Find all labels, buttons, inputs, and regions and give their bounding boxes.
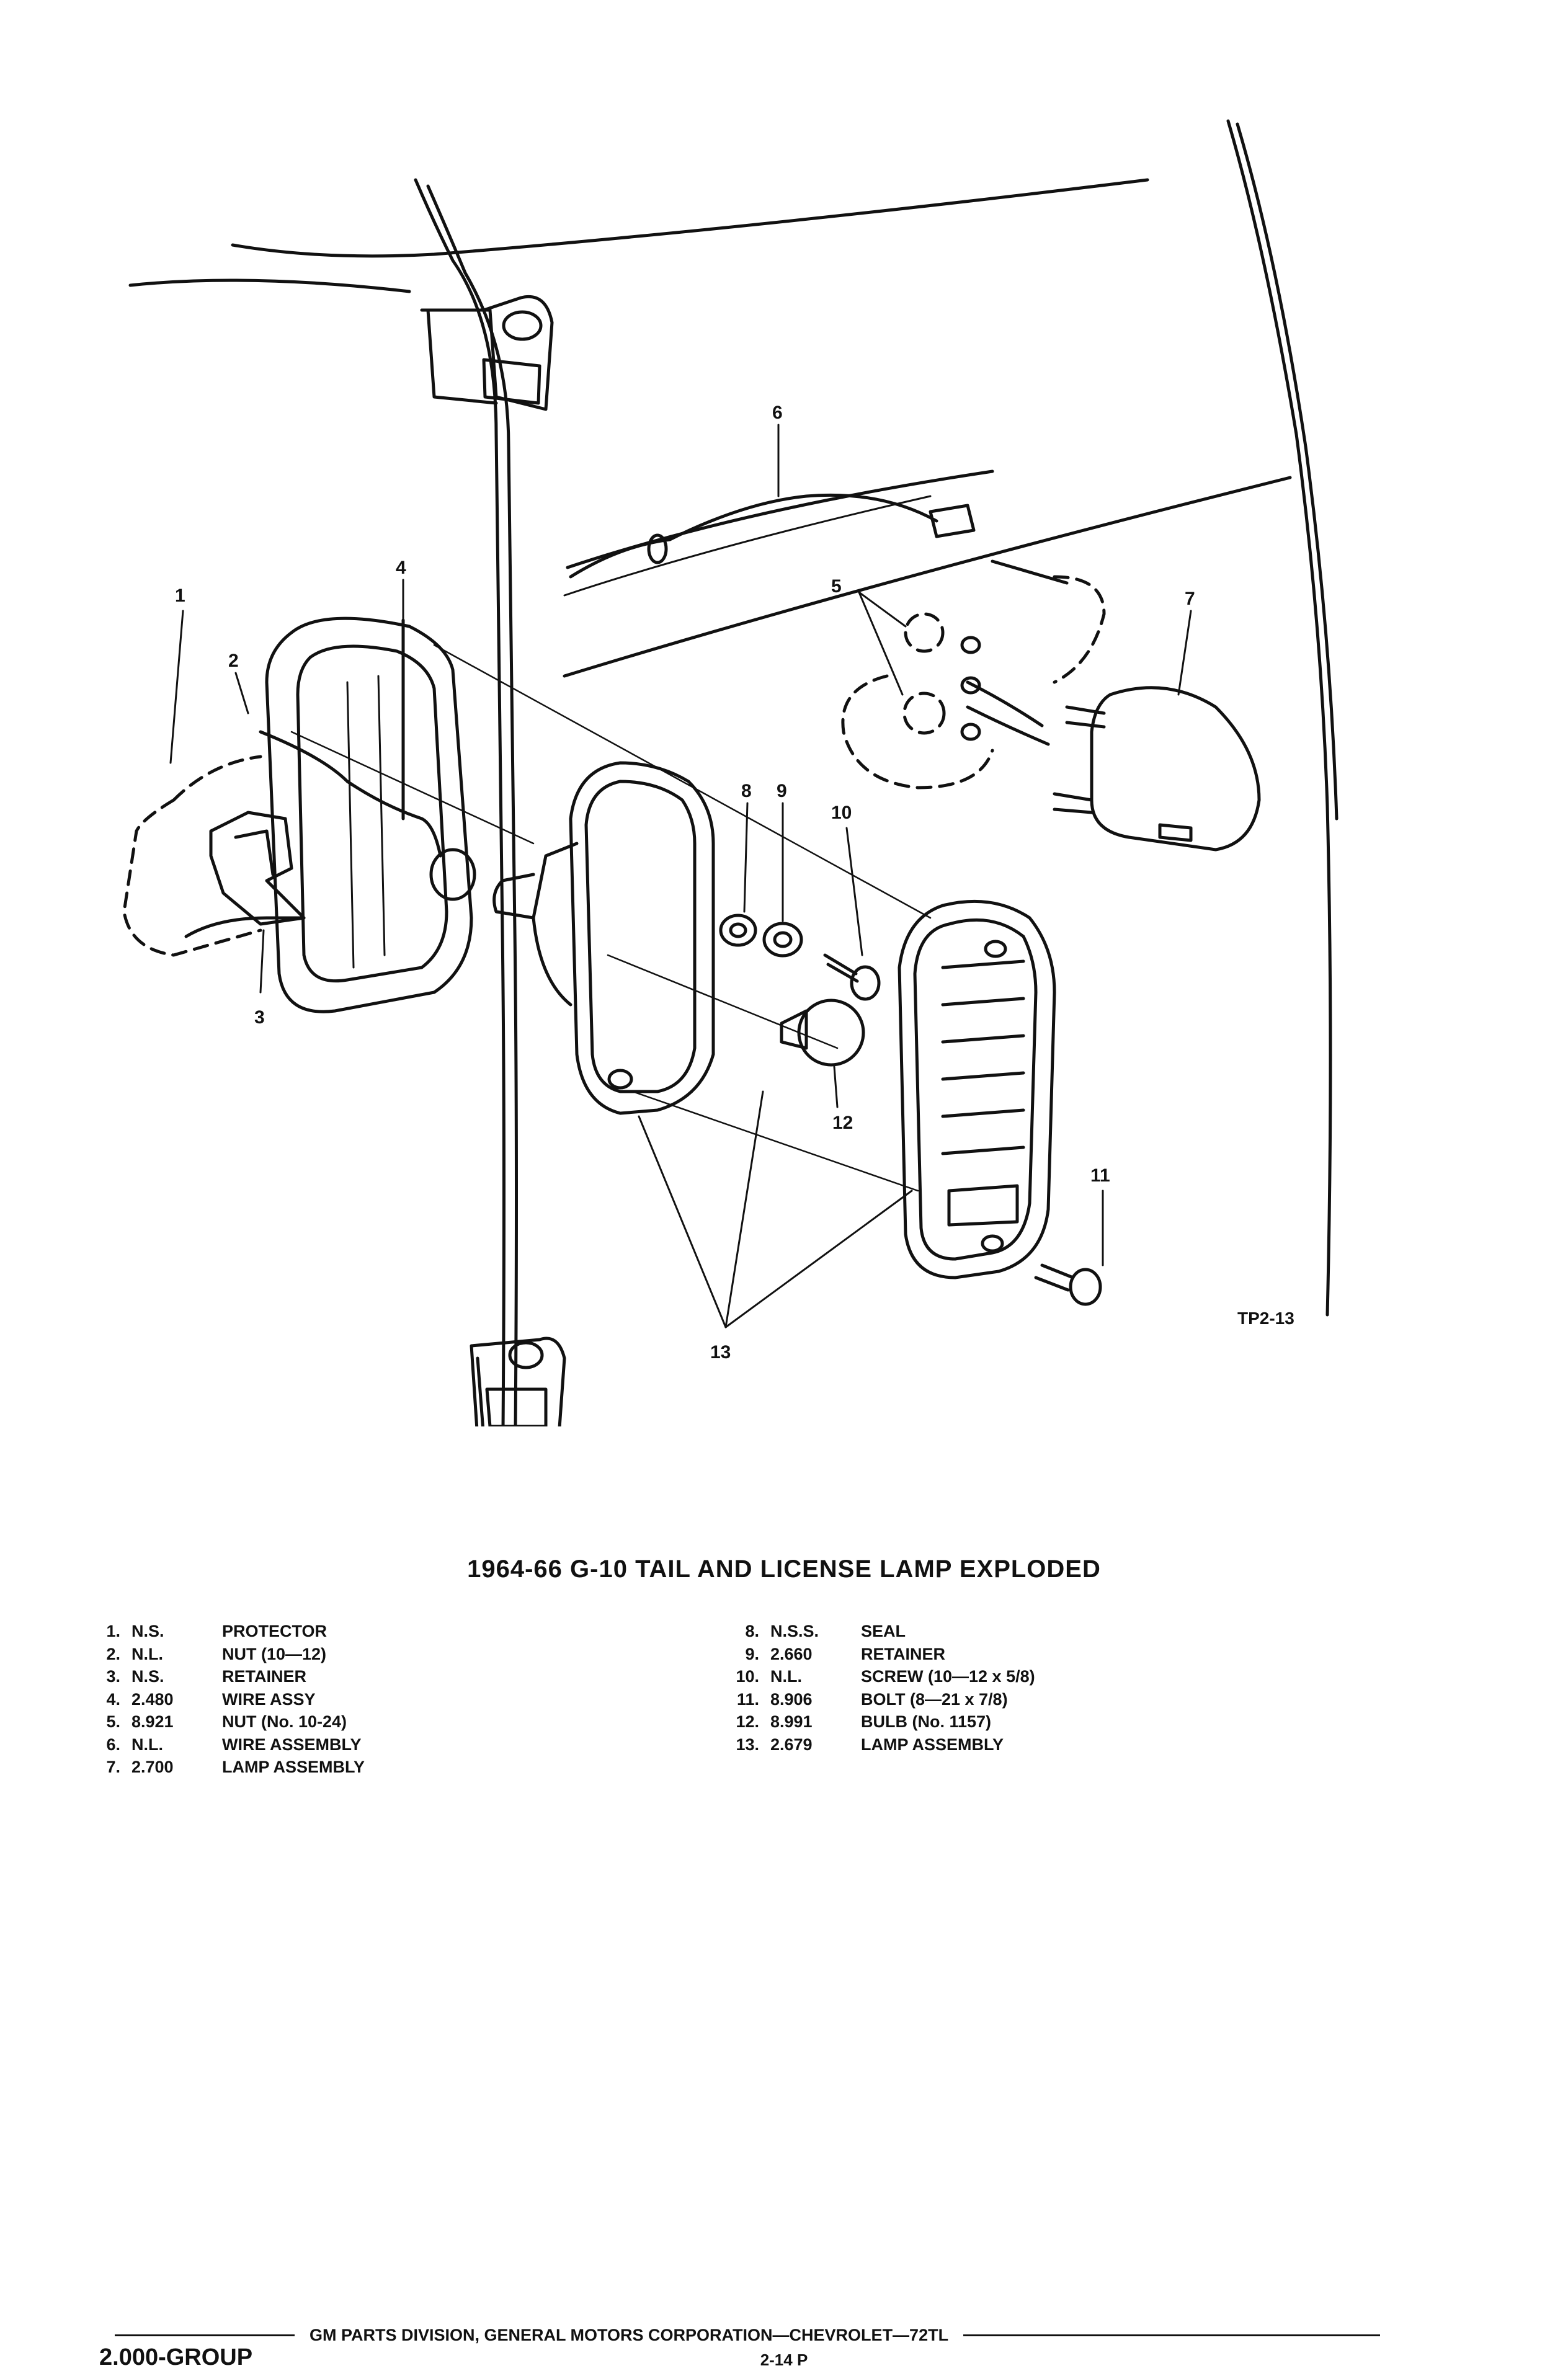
legend-row: 7. 2.700 LAMP ASSEMBLY: [81, 1756, 365, 1779]
part-description: BOLT (8—21 x 7/8): [861, 1689, 1008, 1709]
part-description: WIRE ASSY: [222, 1689, 316, 1709]
item-number: 11.: [736, 1689, 759, 1709]
retainer-part: [184, 811, 306, 938]
part-number: N.L.: [131, 1735, 163, 1754]
part-description: LAMP ASSEMBLY: [861, 1735, 1004, 1754]
legend-row: 1. N.S. PROTECTOR: [81, 1620, 365, 1643]
part-number: N.S.S.: [770, 1622, 819, 1640]
lower-hinge: [470, 1337, 566, 1426]
wire-assembly-part: [569, 493, 1069, 585]
part-number: 2.480: [131, 1689, 174, 1709]
protector-part: [122, 755, 262, 957]
callout-6: 6: [772, 403, 783, 423]
part-description: NUT (No. 10-24): [222, 1712, 347, 1731]
legend-row: 6. N.L. WIRE ASSEMBLY: [81, 1733, 365, 1756]
callout-3: 3: [254, 1007, 265, 1028]
part-number: N.L.: [770, 1667, 802, 1686]
part-number: N.L.: [131, 1644, 163, 1663]
item-number: 12.: [736, 1712, 759, 1731]
legend-row: 4. 2.480 WIRE ASSY: [81, 1688, 365, 1711]
callout-11: 11: [1090, 1165, 1110, 1186]
callout-8: 8: [741, 781, 752, 801]
part-description: WIRE ASSEMBLY: [222, 1735, 362, 1754]
body-panel: [128, 119, 1339, 1426]
callout-12: 12: [832, 1113, 853, 1133]
legend-row: 11. 8.906 BOLT (8—21 x 7/8): [719, 1688, 1035, 1711]
callout-13: 13: [710, 1342, 731, 1363]
callout-4: 4: [396, 558, 406, 578]
part-description: RETAINER: [861, 1644, 946, 1663]
lamp-gasket: [265, 616, 473, 1013]
screw-part: [823, 953, 881, 1001]
wire-assy-part: [259, 618, 476, 901]
footer-rule-left: [115, 2334, 295, 2336]
exploded-diagram: 1 2 3 4 5 6 7 8 9 10 11 12 13: [122, 119, 1339, 1426]
callout-1: 1: [175, 585, 185, 606]
footer-rule-right: [963, 2334, 1380, 2336]
part-description: PROTECTOR: [222, 1622, 327, 1640]
figure-reference-code: TP2-13: [1237, 1309, 1294, 1328]
page-title: 1964-66 G-10 TAIL AND LICENSE LAMP EXPLO…: [467, 1555, 1101, 1583]
legend-row: 10. N.L. SCREW (10—12 x 5/8): [719, 1665, 1035, 1688]
part-number: 2.700: [131, 1758, 174, 1776]
part-number: 8.921: [131, 1712, 174, 1731]
legend-row: 13. 2.679 LAMP ASSEMBLY: [719, 1733, 1035, 1756]
retainer-9-part: [762, 922, 803, 958]
legend-row: 2. N.L. NUT (10—12): [81, 1643, 365, 1666]
callout-7: 7: [1185, 589, 1195, 609]
callout-2: 2: [228, 651, 239, 671]
item-number: 3.: [106, 1667, 120, 1686]
legend-row: 8. N.S.S. SEAL: [719, 1620, 1035, 1643]
alignment-lines: [290, 644, 932, 1192]
part-description: RETAINER: [222, 1667, 307, 1686]
nut-mounting-dashed: [841, 575, 1106, 790]
part-description: BULB (No. 1157): [861, 1712, 992, 1731]
parts-legend-right: 8. N.S.S. SEAL 9. 2.660 RETAINER 10. N.L. SCRE…: [719, 1620, 1035, 1756]
legend-row: 12. 8.991 BULB (No. 1157): [719, 1710, 1035, 1733]
footer-publisher: GM PARTS DIVISION, GENERAL MOTORS CORPOR…: [310, 2326, 949, 2344]
footer-publisher-line: GM PARTS DIVISION, GENERAL MOTORS CORPOR…: [115, 2326, 1380, 2345]
item-number: 6.: [106, 1735, 120, 1754]
callout-9: 9: [777, 781, 787, 801]
bulb-part: [780, 999, 865, 1067]
part-description: LAMP ASSEMBLY: [222, 1758, 365, 1776]
callout-10: 10: [831, 803, 852, 823]
bolt-part: [1034, 1263, 1102, 1306]
license-lamp-part: [966, 680, 1261, 852]
legend-row: 3. N.S. RETAINER: [81, 1665, 365, 1688]
callout-labels: 1 2 3 4 5 6 7 8 9 10 11 12 13: [175, 403, 1195, 1363]
item-number: 4.: [106, 1689, 120, 1709]
item-number: 9.: [745, 1644, 759, 1663]
upper-hinge: [420, 295, 554, 411]
item-number: 8.: [745, 1622, 759, 1640]
item-number: 2.: [106, 1644, 120, 1663]
item-number: 1.: [106, 1622, 120, 1640]
item-number: 7.: [106, 1758, 120, 1776]
item-number: 13.: [736, 1735, 759, 1754]
seal-part: [719, 914, 757, 947]
legend-row: 5. 8.921 NUT (No. 10-24): [81, 1710, 365, 1733]
lamp-housing: [492, 761, 715, 1115]
lamp-lens: [898, 899, 1056, 1279]
part-number: 8.906: [770, 1689, 813, 1709]
item-number: 10.: [736, 1667, 759, 1686]
part-number: N.S.: [131, 1667, 164, 1686]
part-number: N.S.: [131, 1622, 164, 1640]
part-description: SCREW (10—12 x 5/8): [861, 1667, 1035, 1686]
leader-lines: [169, 424, 1192, 1328]
callout-5: 5: [831, 576, 842, 597]
part-number: 8.991: [770, 1712, 813, 1731]
item-number: 5.: [106, 1712, 120, 1731]
part-description: SEAL: [861, 1622, 906, 1640]
nut-part: [960, 636, 981, 741]
page-number: 2-14 P: [760, 2351, 808, 2369]
part-number: 2.660: [770, 1644, 813, 1663]
legend-row: 9. 2.660 RETAINER: [719, 1643, 1035, 1666]
parts-legend-left: 1. N.S. PROTECTOR 2. N.L. NUT (10—12) 3. N.S.…: [81, 1620, 365, 1779]
part-number: 2.679: [770, 1735, 813, 1754]
part-description: NUT (10—12): [222, 1644, 327, 1663]
